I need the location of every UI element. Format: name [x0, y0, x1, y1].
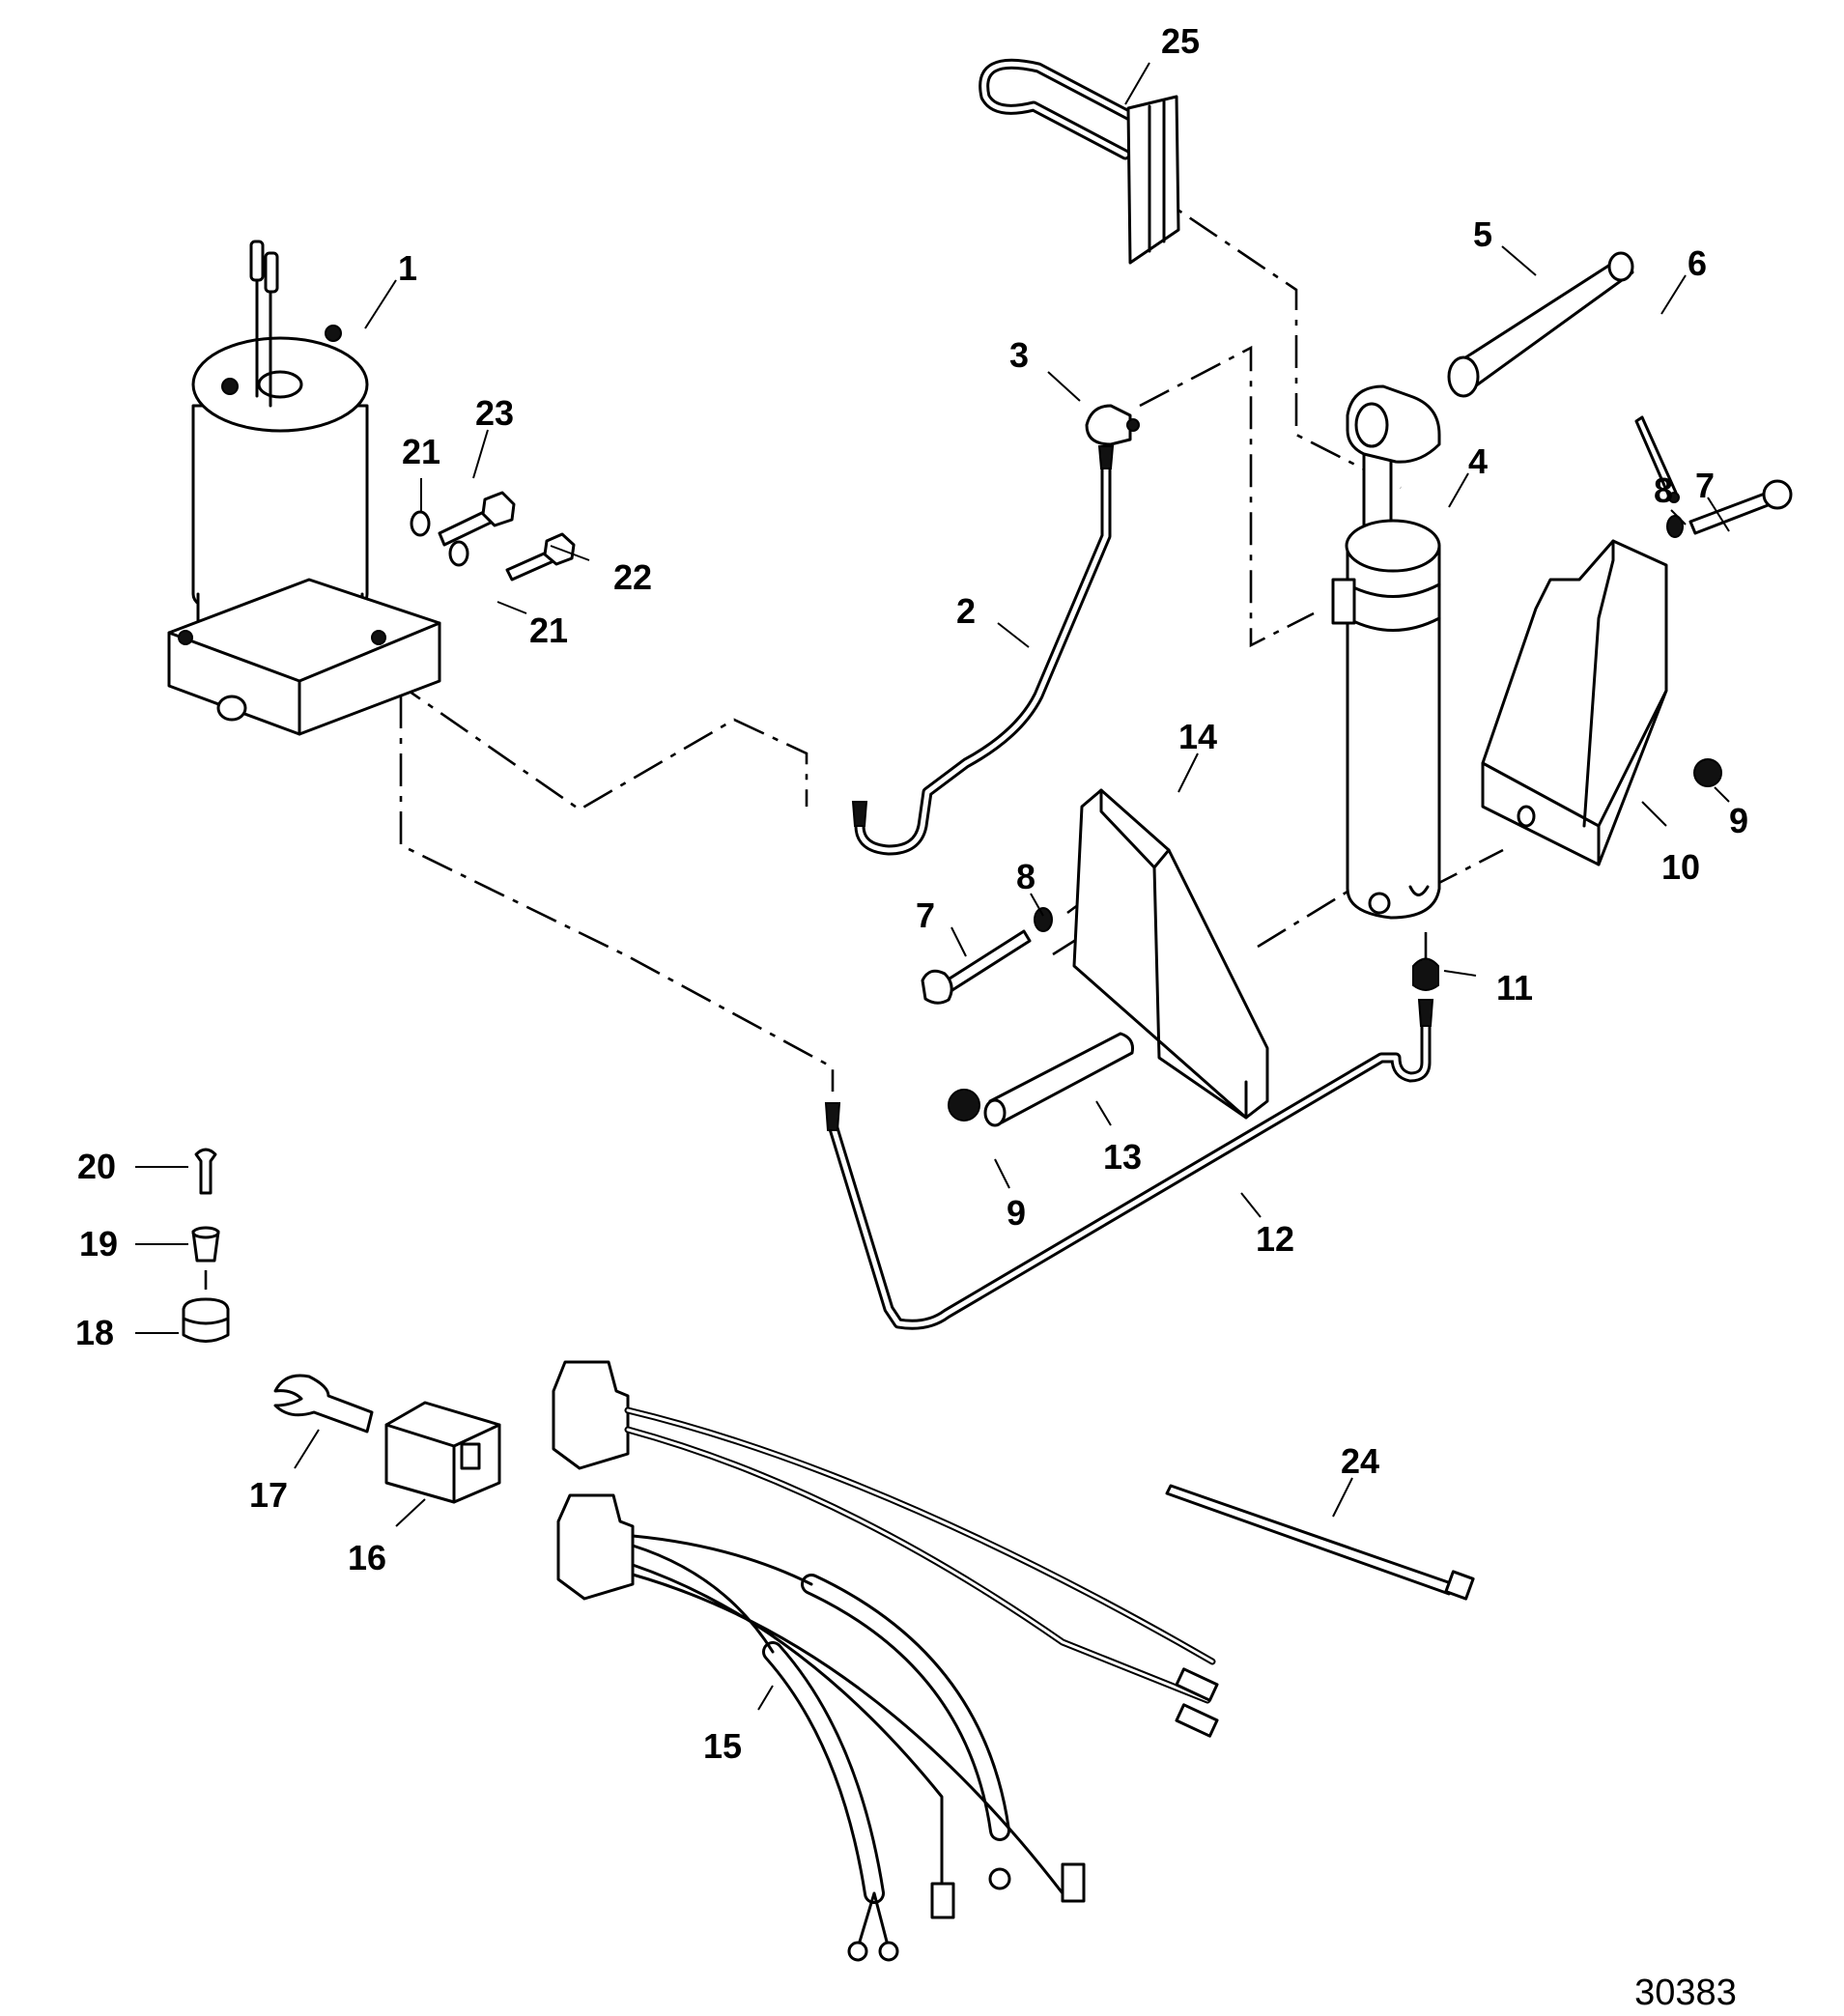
bracket-left[interactable]: [1072, 788, 1269, 1120]
nut-lower[interactable]: [948, 1089, 980, 1122]
cable-tie[interactable]: [1165, 1484, 1475, 1601]
hydraulic-tube-upper[interactable]: [851, 445, 1115, 856]
wiring-harness[interactable]: [552, 1360, 1219, 1962]
bolt-short[interactable]: [505, 532, 576, 582]
callout-25: 25: [1161, 21, 1200, 61]
screw[interactable]: [194, 1148, 217, 1195]
hydraulic-tube-lower[interactable]: [824, 999, 1434, 1330]
callout-19: 19: [79, 1224, 118, 1264]
washer-lower[interactable]: [448, 540, 469, 567]
bolt-long[interactable]: [438, 491, 516, 547]
grommet[interactable]: [182, 1297, 230, 1343]
callout-1: 1: [398, 248, 417, 288]
figure-number: 30383: [1634, 1973, 1737, 2013]
nut-right[interactable]: [1693, 758, 1722, 787]
clamp-bracket[interactable]: [979, 58, 1180, 265]
callout-10: 10: [1661, 847, 1700, 887]
callout-6: 6: [1688, 243, 1707, 283]
callout-11: 11: [1496, 968, 1533, 1008]
retainer-clip[interactable]: [273, 1374, 374, 1434]
callout-17: 17: [249, 1475, 288, 1515]
washer-left[interactable]: [1034, 907, 1053, 932]
washer-right[interactable]: [1666, 515, 1684, 538]
assembly-lines: [204, 184, 1504, 1290]
callout-20: 20: [77, 1147, 116, 1186]
callout-12: 12: [1256, 1219, 1294, 1259]
sleeve[interactable]: [191, 1226, 220, 1263]
callout-4: 4: [1468, 441, 1488, 481]
callout-labels: 1 2 3 4 5 6 7 7 8 8 9 9 10 11 12 13 14 1…: [75, 21, 1748, 2013]
connector-block[interactable]: [384, 1401, 501, 1504]
callout-3: 3: [1009, 335, 1029, 375]
bolt-left[interactable]: [921, 929, 1032, 1005]
washer-upper[interactable]: [410, 510, 431, 537]
pump-motor[interactable]: [167, 240, 441, 736]
callout-15: 15: [703, 1726, 742, 1766]
callout-14: 14: [1178, 717, 1217, 756]
callout-24: 24: [1341, 1441, 1379, 1481]
callout-22: 22: [613, 557, 652, 597]
callout-23: 23: [475, 393, 514, 433]
pin[interactable]: [1447, 251, 1634, 398]
bracket-right[interactable]: [1481, 539, 1668, 866]
callout-7-right: 7: [1695, 466, 1715, 505]
callout-16: 16: [348, 1538, 386, 1577]
callout-8-left: 8: [1016, 857, 1035, 896]
cotter-pin[interactable]: [1634, 415, 1680, 503]
callout-5: 5: [1473, 214, 1492, 254]
callout-21-upper: 21: [402, 432, 440, 471]
callout-18: 18: [75, 1313, 114, 1352]
fitting[interactable]: [1412, 957, 1439, 991]
callout-9-lower: 9: [1007, 1193, 1026, 1233]
callout-8-right: 8: [1654, 470, 1673, 510]
callout-7-left: 7: [916, 895, 935, 935]
callout-9-right: 9: [1729, 801, 1748, 840]
leader-lines: [135, 62, 1730, 1711]
callout-13: 13: [1103, 1137, 1142, 1177]
bolt-right[interactable]: [1688, 479, 1793, 535]
trim-cylinder[interactable]: [1331, 384, 1441, 920]
callout-2: 2: [956, 591, 976, 631]
elbow-fitting[interactable]: [1085, 404, 1140, 446]
anchor-pin[interactable]: [983, 1032, 1134, 1127]
callout-21-lower: 21: [529, 610, 568, 650]
